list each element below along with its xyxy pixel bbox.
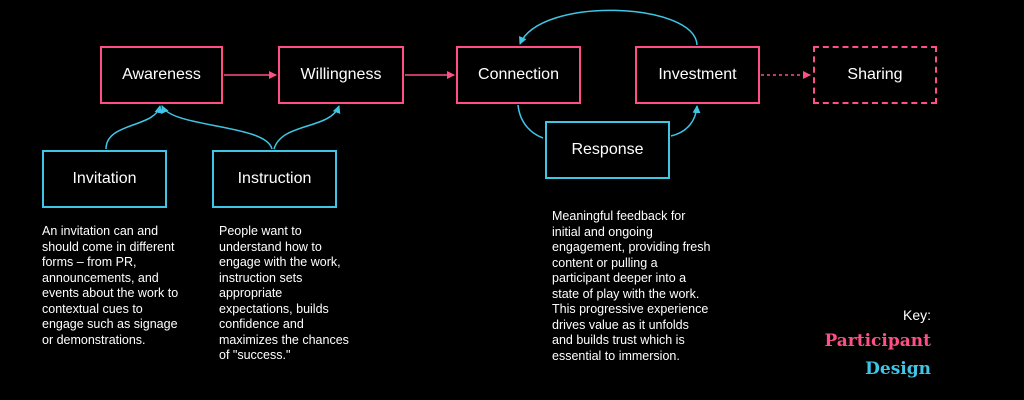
invitation-node: Invitation (42, 150, 167, 208)
sharing-node: Sharing (813, 46, 937, 104)
arrow-investment-to-connection (519, 9, 698, 46)
sharing-label: Sharing (847, 66, 903, 83)
willingness-label: Willingness (300, 66, 382, 83)
awareness-label: Awareness (122, 66, 201, 83)
invitation-description: An invitation can and should come in dif… (42, 224, 179, 347)
response-node: Response (545, 121, 670, 179)
arrow-invitation-to-awareness (105, 105, 163, 150)
awareness-node: Awareness (100, 46, 223, 104)
investment-node: Investment (635, 46, 760, 104)
key-participant: Participant (824, 331, 931, 351)
connection-label: Connection (478, 66, 559, 83)
willingness-node: Willingness (278, 46, 404, 104)
key-title: Key: (902, 307, 931, 323)
connection-node: Connection (456, 46, 581, 104)
invitation-label: Invitation (72, 170, 137, 187)
response-label: Response (571, 141, 644, 158)
key-design: Design (865, 359, 931, 379)
instruction-node: Instruction (212, 150, 337, 208)
response-description: Meaningful feedback for initial and ongo… (552, 209, 711, 363)
instruction-description: People want to understand how to engage … (219, 224, 349, 362)
arrow-instruction-to-willingness (273, 105, 341, 150)
instruction-label: Instruction (237, 170, 312, 187)
investment-label: Investment (658, 66, 737, 83)
arrow-instruction-to-awareness (161, 105, 273, 150)
arrow-connection-to-response (517, 104, 544, 139)
arrow-response-to-investment (670, 105, 701, 137)
